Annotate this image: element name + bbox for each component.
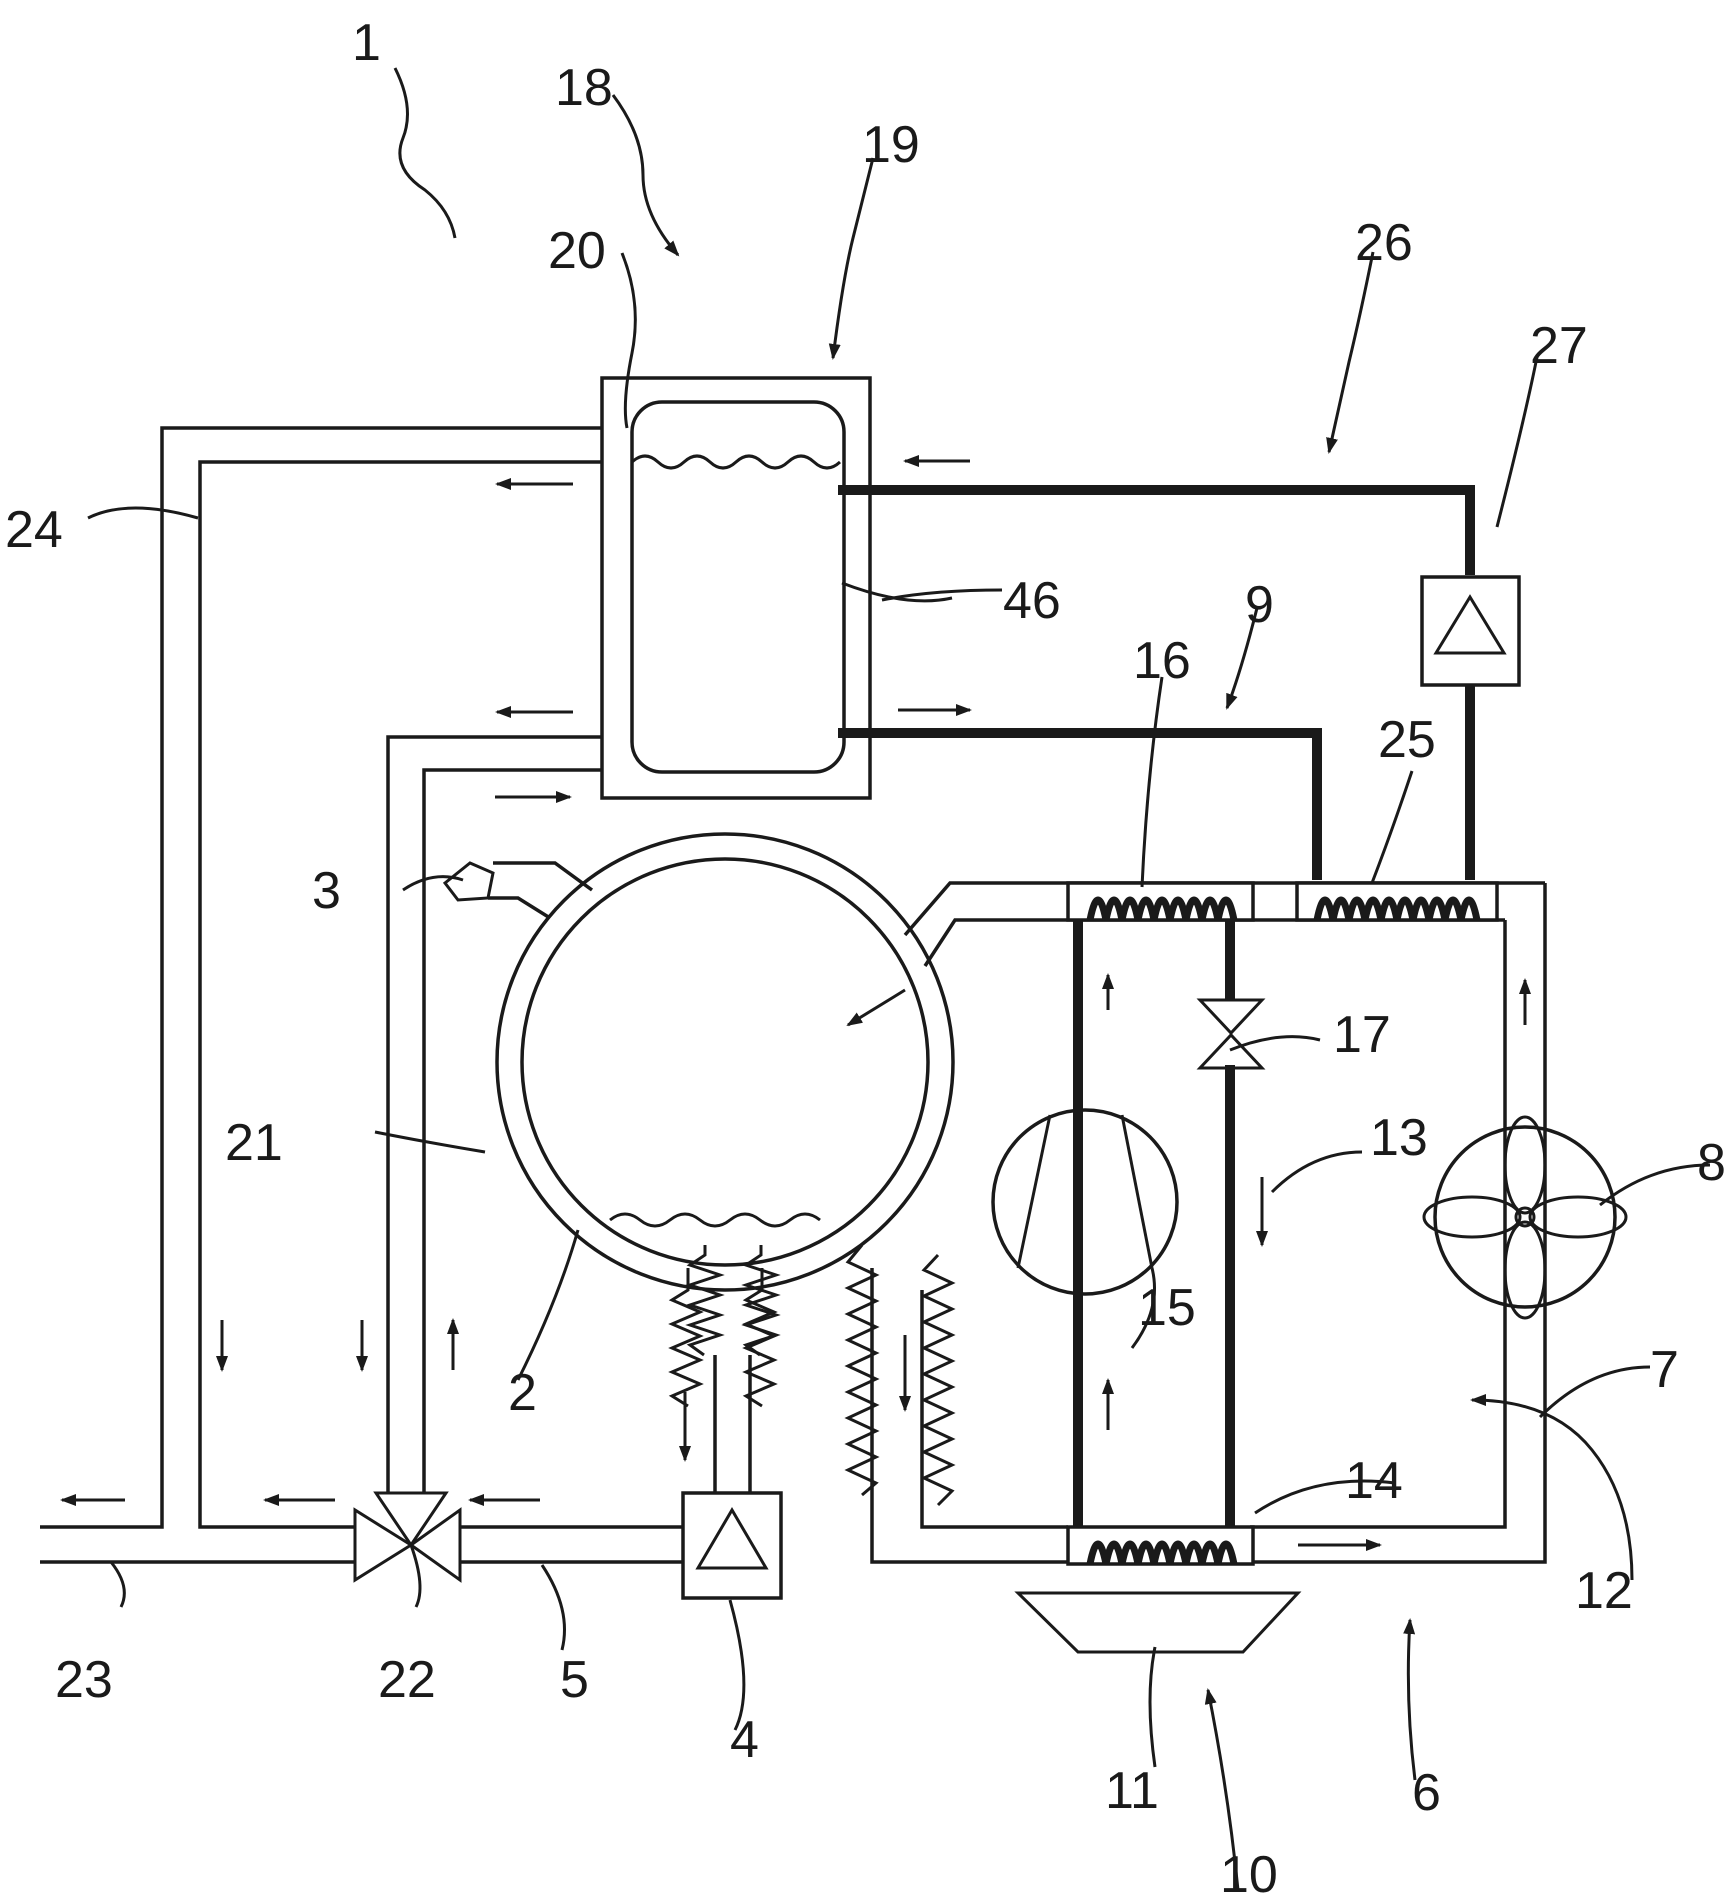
label-24: 24 bbox=[5, 501, 63, 559]
duct-bottom bbox=[870, 1268, 1068, 1564]
compressor-15 bbox=[991, 1108, 1179, 1296]
label-14: 14 bbox=[1345, 1452, 1403, 1510]
tray-11 bbox=[1014, 1591, 1302, 1654]
label-19: 19 bbox=[862, 116, 920, 174]
label-46: 46 bbox=[1003, 572, 1061, 630]
label-6: 6 bbox=[1412, 1764, 1441, 1822]
label-17: 17 bbox=[1333, 1006, 1391, 1064]
label-12: 12 bbox=[1575, 1562, 1633, 1620]
heat-exchanger-16 bbox=[1066, 881, 1255, 922]
three-way-valve-22 bbox=[353, 1491, 462, 1583]
label-15: 15 bbox=[1138, 1279, 1196, 1337]
flow-arrows bbox=[60, 455, 1531, 1551]
label-21: 21 bbox=[225, 1114, 283, 1172]
drum-outlet-bellows bbox=[668, 1268, 778, 1408]
pump-27 bbox=[1420, 575, 1521, 687]
label-20: 20 bbox=[548, 222, 606, 280]
label-3: 3 bbox=[312, 862, 341, 920]
label-25: 25 bbox=[1378, 711, 1436, 769]
label-10: 10 bbox=[1220, 1846, 1278, 1895]
pump-4 bbox=[681, 1491, 783, 1600]
label-2: 2 bbox=[508, 1364, 537, 1422]
expansion-valve-17 bbox=[1196, 998, 1266, 1070]
heat-exchanger-25 bbox=[1295, 881, 1499, 922]
label-26: 26 bbox=[1355, 214, 1413, 272]
label-9: 9 bbox=[1245, 576, 1274, 634]
refrigerant-line-12 bbox=[1073, 920, 1235, 1527]
pipe-5 bbox=[460, 1525, 683, 1564]
storage-tank-19 bbox=[600, 376, 872, 800]
fan-8 bbox=[1422, 1115, 1628, 1320]
pipe-21 bbox=[386, 735, 602, 1493]
sensor-3 bbox=[442, 861, 594, 920]
heat-exchanger-14 bbox=[1066, 1525, 1255, 1566]
duct-right-7 bbox=[1068, 883, 1547, 1564]
pipe-pump-up bbox=[713, 1355, 752, 1492]
label-22: 22 bbox=[378, 1651, 436, 1709]
reference-labels: 1 18 19 20 26 27 24 46 9 16 25 3 17 21 1… bbox=[5, 14, 1726, 1895]
label-13: 13 bbox=[1370, 1109, 1428, 1167]
label-1: 1 bbox=[352, 14, 381, 72]
label-27: 27 bbox=[1530, 317, 1588, 375]
label-16: 16 bbox=[1133, 632, 1191, 690]
label-23: 23 bbox=[55, 1651, 113, 1709]
label-8: 8 bbox=[1697, 1134, 1726, 1192]
label-18: 18 bbox=[555, 59, 613, 117]
label-11: 11 bbox=[1105, 1762, 1159, 1820]
label-7: 7 bbox=[1650, 1341, 1679, 1399]
heat-pipe-26 bbox=[838, 485, 1475, 880]
pipe-24-outer bbox=[40, 426, 602, 1529]
label-4: 4 bbox=[730, 1711, 759, 1769]
leaders bbox=[87, 67, 1711, 1891]
drum-2 bbox=[495, 832, 955, 1292]
label-5: 5 bbox=[560, 1651, 589, 1709]
duct-bottom-bellows bbox=[844, 1244, 956, 1507]
